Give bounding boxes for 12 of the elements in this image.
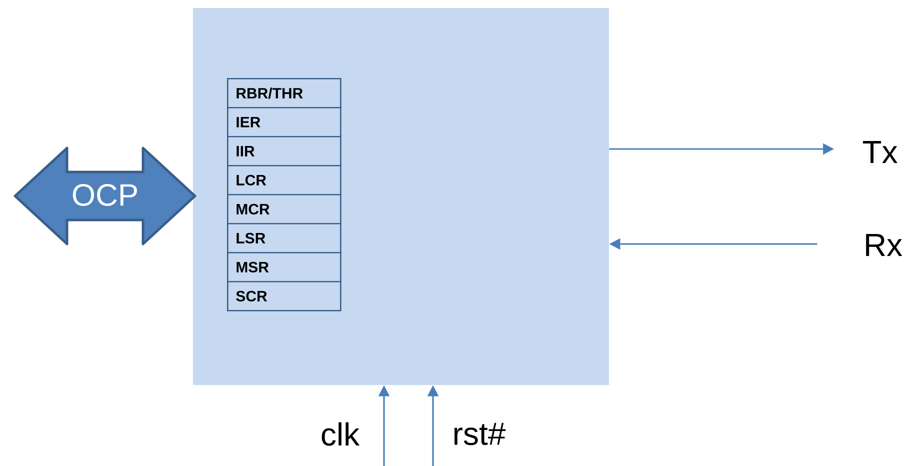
edge-label: clk (322, 422, 360, 446)
register-cell: MCR (227, 194, 342, 224)
register-cell: LCR (227, 165, 342, 196)
register-cell: MSR (227, 252, 342, 282)
register-cell: IER (227, 107, 342, 138)
register-cell: SCR (227, 281, 342, 312)
register-cell: LSR (227, 223, 342, 254)
edge-label: rst# (454, 422, 506, 446)
register-cell: RBR/THR (227, 78, 342, 108)
register-cell: IIR (227, 136, 342, 166)
signal-label: Rx (866, 234, 902, 256)
signal-label: Tx (862, 141, 898, 163)
